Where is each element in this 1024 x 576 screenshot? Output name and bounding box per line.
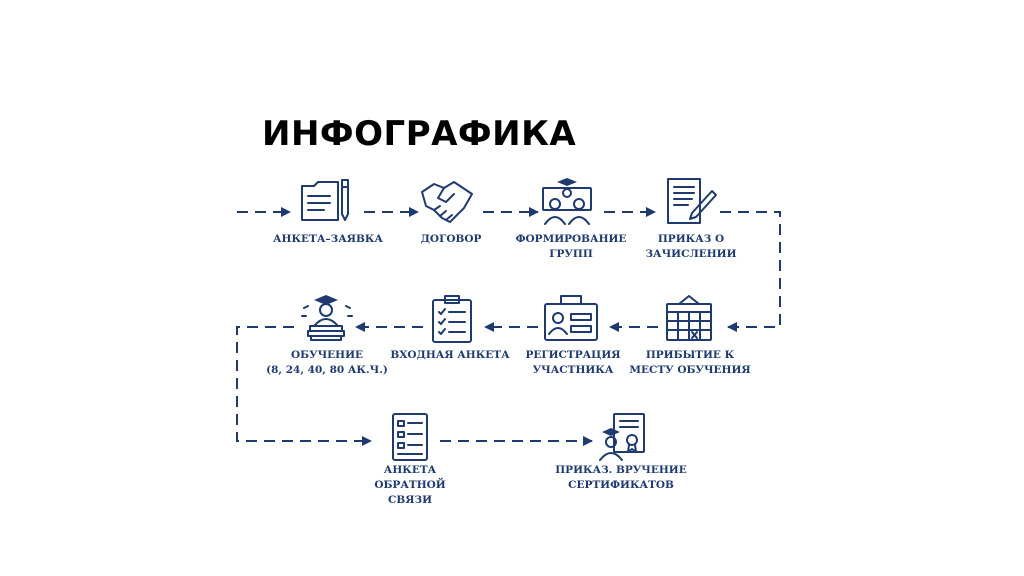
handshake-icon xyxy=(421,181,473,223)
step-label-entry-survey: ВХОДНАЯ АНКЕТА xyxy=(390,349,510,361)
certificate-graduate-icon xyxy=(599,413,645,461)
step-label-registration: РЕГИСТРАЦИЯ УЧАСТНИКА xyxy=(525,349,621,376)
step-label-application: АНКЕТА–ЗАЯВКА xyxy=(272,233,383,245)
document-sign-icon xyxy=(667,178,717,224)
step-label-training: ОБУЧЕНИЕ (8, 24, 40, 80 АК.Ч.) xyxy=(266,349,388,376)
checklist-clipboard-icon xyxy=(432,295,472,343)
graduate-books-icon xyxy=(301,295,353,341)
page-title: ИНФОГРАФИКА xyxy=(262,114,577,154)
step-label-contract: ДОГОВОР xyxy=(420,233,482,245)
feedback-form-icon xyxy=(392,413,428,461)
step-label-arrival: ПРИБЫТИЕ К МЕСТУ ОБУЧЕНИЯ xyxy=(629,349,751,376)
step-label-feedback-survey: АНКЕТА ОБРАТНОЙ СВЯЗИ xyxy=(374,464,446,506)
folder-document-pen-icon xyxy=(301,179,349,221)
step-label-enrollment-order: ПРИКАЗ О ЗАЧИСЛЕНИИ xyxy=(645,233,737,260)
step-label-certificates: ПРИКАЗ. ВРУЧЕНИЕ СЕРТИФИКАТОВ xyxy=(555,464,687,491)
group-formation-icon xyxy=(542,178,592,225)
connector-8-9 xyxy=(236,326,372,446)
id-badge-icon xyxy=(544,295,598,341)
calendar-icon xyxy=(666,295,712,341)
step-label-group-formation: ФОРМИРОВАНИЕ ГРУПП xyxy=(515,233,627,260)
connector-4-5 xyxy=(720,211,781,332)
